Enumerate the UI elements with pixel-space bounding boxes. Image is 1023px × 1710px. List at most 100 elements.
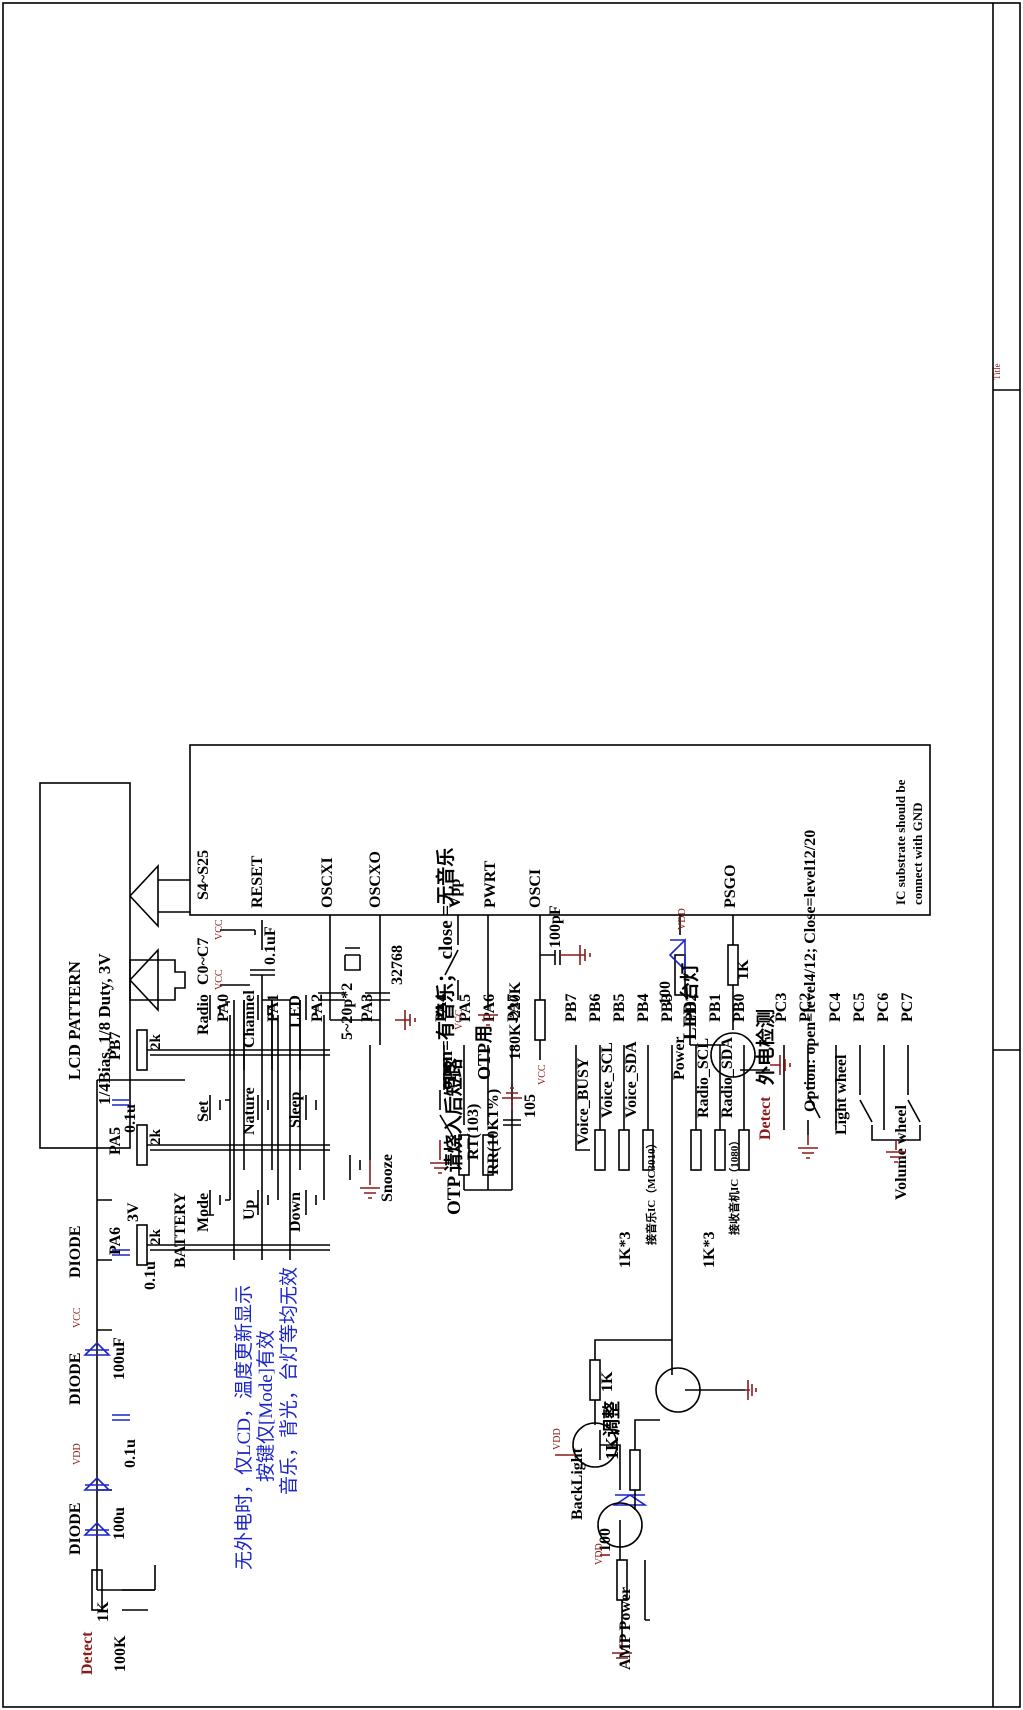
ic-pc-pins: PC3 PC2 PC4 PC5 PC6 PC7 [773, 993, 916, 1022]
pin-pc5: PC5 [851, 993, 868, 1022]
option-level: Option: open=level4/12; Close=level12/20 [802, 830, 819, 1112]
led-res-1k: 1K [735, 959, 752, 980]
key-sleep: Sleep [287, 1091, 304, 1128]
vcc-reset-2: VCC [214, 969, 225, 990]
key-res-pb7 [136, 1029, 148, 1071]
backlight-circuit [555, 1339, 672, 1664]
light-wheel: Light wheel [833, 1054, 850, 1135]
ic-music-label: 接音乐IC（MC3010） [644, 1137, 658, 1245]
pin-pa6: PA6 [481, 994, 498, 1022]
cap-105: 105 [522, 1094, 539, 1118]
ic-radio-label: 接收音机IC（1080） [727, 1135, 741, 1235]
key-radio: Radio [195, 994, 212, 1035]
pin-pa1: PA1 [265, 994, 282, 1022]
title-block-label: Title [992, 363, 1002, 380]
key-col-pa5: PA5 [107, 1127, 124, 1155]
osc-res: 180K-220K [507, 981, 524, 1060]
pin-pb6: PB6 [587, 994, 604, 1022]
diode-1: DIODE [67, 1503, 84, 1555]
note-cn-1: 无外电时，仅LCD，温度更新显示 [233, 1285, 255, 1570]
key-switches [206, 995, 361, 1216]
vdd-label: VDD [72, 1443, 83, 1465]
music-parts [430, 1087, 522, 1191]
cap-100uf: 100uF [111, 1337, 128, 1380]
lcd-seg-c: C0~C7 [195, 938, 212, 985]
osc-cap-0.1uf: 0.1uF [262, 926, 279, 965]
pin-pc4: PC4 [827, 993, 844, 1022]
pin-vpp: Vpp [447, 879, 464, 908]
pin-oscxi: OSCXI [319, 857, 336, 908]
detect2-cn: 外电检测 [754, 1009, 777, 1085]
radio-sda: Radio_SDA [719, 1037, 736, 1118]
lcd-seg-s: S4~S25 [195, 850, 212, 900]
pin-pc2: PC2 [797, 993, 814, 1022]
otp-use: OTP用 [474, 1025, 494, 1080]
osc-xtal: 32768 [389, 945, 406, 985]
key-up: Up [241, 1199, 258, 1220]
key-channel: Channel [241, 990, 258, 1048]
cap-100u: 100u [111, 1507, 128, 1540]
res-1k-top: 1K [95, 1601, 112, 1622]
pin-pb2: PB2 [683, 994, 700, 1022]
res-rt: RT(103) [465, 1104, 482, 1160]
radio-scl: Radio_SCL [695, 1038, 712, 1118]
voice-sda: Voice_SDA [623, 1041, 640, 1118]
key-res-label-3: 2k [148, 1034, 164, 1051]
pin-pa3: PA3 [359, 994, 376, 1022]
battery-label: BATTERY [172, 1192, 189, 1268]
pin-pb0: PB0 [731, 994, 748, 1022]
cap-0.1u-2: 0.1u [142, 1261, 159, 1290]
pin-pa4: PA4 [433, 994, 450, 1022]
otp-note: OTP 请烧入后短路 [442, 1057, 465, 1215]
ic-left-pins: RESET OSCXI OSCXO Vpp PWRT OSCI PSGO [249, 851, 739, 908]
key-matrix [136, 1000, 330, 1266]
pin-pa7: PA7 [505, 994, 522, 1022]
vdd-led: VDD [677, 908, 688, 930]
key-nature: Nature [241, 1087, 258, 1135]
pin-pb1: PB1 [707, 994, 724, 1022]
music-option: open=有音乐； close =无音乐 [434, 848, 457, 1090]
note-cn-2: 按键仅[Mode]有效 [255, 1330, 277, 1482]
vdd-backlight: VDD [552, 1428, 563, 1450]
key-res-pa6 [136, 1224, 148, 1266]
key-mode: Mode [195, 1193, 212, 1232]
backlight-res-1k: 1K [599, 1371, 616, 1392]
battery-3v: 3V [125, 1202, 142, 1222]
detect2-label: Detect [757, 1096, 774, 1140]
osc-section [220, 915, 591, 1060]
lcd-title: LCD PATTERN [65, 960, 84, 1080]
cap-0.1u-1: 0.1u [122, 1439, 139, 1468]
vcc-reset-1: VCC [214, 919, 225, 940]
led-res-100: 100 [657, 981, 674, 1005]
key-down: Down [287, 1192, 304, 1232]
key-col-pa6: PA6 [107, 1227, 124, 1255]
pin-pb7: PB7 [563, 994, 580, 1022]
pin-pc3: PC3 [773, 993, 790, 1022]
key-snooze: Snooze [379, 1154, 396, 1202]
lcd-bus-arrow-s [158, 879, 190, 913]
lcd-arrow-head-c [128, 947, 159, 1013]
lcd-arrow-head-s [128, 863, 159, 929]
detect-label: Detect [79, 1631, 96, 1675]
ic-pb-pins: PB7 PB6 PB5 PB4 PB3 PB2 PB1 PB0 [563, 994, 748, 1022]
vdd-amp: VDD [594, 1543, 605, 1565]
pin-psgo: PSGO [722, 864, 739, 908]
amp-power-label: AMP Power [617, 1587, 634, 1670]
pin-pc7: PC7 [899, 993, 916, 1022]
osc-cap: 5~20p*2 [339, 983, 356, 1040]
wheel-switches [798, 1065, 921, 1163]
pin-oscxo: OSCXO [367, 851, 384, 908]
power-section [83, 1079, 185, 1611]
pin-pwrt: PWRT [482, 860, 499, 908]
key-led: LED [287, 995, 304, 1028]
pin-osci: OSCI [527, 869, 544, 908]
pin-pb4: PB4 [635, 994, 652, 1022]
amp-circuit [597, 1330, 757, 1621]
vcc-vpp: VCC [454, 1009, 465, 1030]
pin-pc6: PC6 [875, 993, 892, 1022]
res-rr: RR(10K1%) [485, 1089, 502, 1175]
diode-3: DIODE [67, 1226, 84, 1278]
led-lamp-label: LED台灯 [678, 963, 701, 1040]
